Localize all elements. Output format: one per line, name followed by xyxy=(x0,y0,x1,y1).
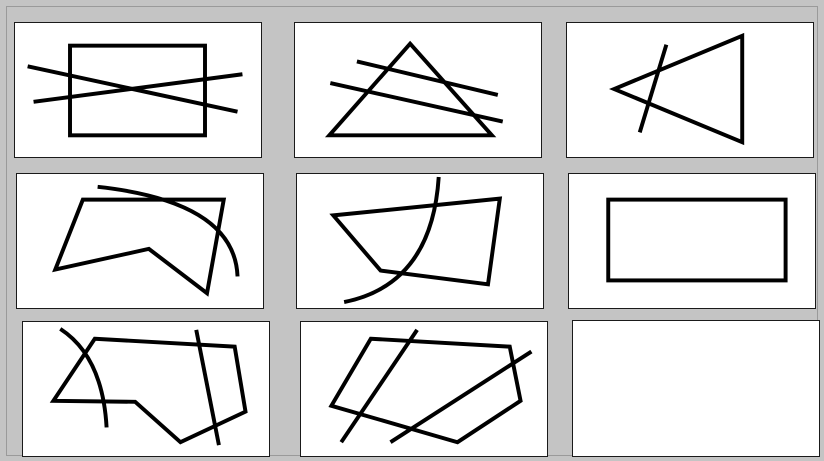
cell-1-1 xyxy=(14,22,262,158)
cell-3-2 xyxy=(300,321,548,457)
triangle-crossed-by-one-line xyxy=(567,23,813,157)
pentagon-crossed-by-curve xyxy=(297,174,543,308)
cell-2-2 xyxy=(296,173,544,309)
cell-2-3 xyxy=(568,173,816,309)
triangle-crossed-by-two-lines xyxy=(295,23,541,157)
cell-3-1 xyxy=(22,321,270,457)
pentagon-crossed-by-curve xyxy=(17,174,263,308)
cell-1-2 xyxy=(294,22,542,158)
cell-1-3 xyxy=(566,22,814,158)
hexagon-crossed-by-line-and-curve xyxy=(23,322,269,456)
cell-2-1 xyxy=(16,173,264,309)
plain-rectangle xyxy=(569,174,815,308)
rectangle-crossed-by-two-lines xyxy=(15,23,261,157)
question-mark-figure-icon xyxy=(573,321,819,456)
cell-3-3-answer[interactable] xyxy=(572,320,820,457)
pentagon-crossed-by-two-lines xyxy=(301,322,547,456)
